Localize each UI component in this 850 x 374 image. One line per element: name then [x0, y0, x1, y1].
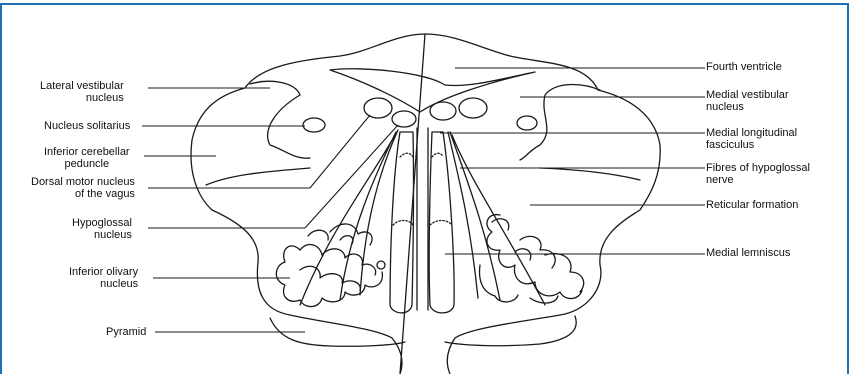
medial-vestibular-region: [520, 85, 600, 160]
label-hypoglossal-nucleus: Hypoglossal nucleus: [72, 217, 132, 241]
label-inferior-cerebellar-peduncle: Inferior cerebellar peduncle: [44, 146, 130, 170]
nucleus-solitarius-right: [517, 116, 537, 130]
hypoglossal-nucleus-right: [430, 102, 456, 120]
label-medial-longitudinal-fasciculus: Medial longitudinal fasciculus: [706, 127, 797, 151]
hypoglossal-fibres-right: [448, 132, 545, 305]
label-fibres-of-hypoglossal-nerve: Fibres of hypoglossal nerve: [706, 162, 810, 186]
label-inferior-olivary-nucleus: Inferior olivary nucleus: [69, 266, 138, 290]
label-fourth-ventricle: Fourth ventricle: [706, 61, 782, 73]
label-nucleus-solitarius: Nucleus solitarius: [44, 120, 130, 132]
dorsal-motor-nucleus-left: [364, 98, 392, 118]
label-dorsal-motor-nucleus-of-vagus: Dorsal motor nucleus of the vagus: [31, 176, 135, 200]
label-medial-vestibular-nucleus: Medial vestibular nucleus: [706, 89, 789, 113]
medulla-outline: [191, 34, 660, 374]
nucleus-solitarius-left: [303, 118, 325, 132]
label-lateral-vestibular-nucleus: Lateral vestibular nucleus: [40, 80, 124, 104]
inferior-olivary-nucleus-right: [480, 215, 584, 303]
dorsal-motor-nucleus-right: [459, 98, 487, 118]
label-pyramid: Pyramid: [106, 326, 146, 338]
label-reticular-formation: Reticular formation: [706, 199, 798, 211]
lateral-vestibular-region: [250, 81, 310, 158]
inferior-olivary-nucleus-left: [276, 245, 382, 307]
hypoglossal-nucleus-left: [392, 111, 416, 127]
label-medial-lemniscus: Medial lemniscus: [706, 247, 790, 259]
